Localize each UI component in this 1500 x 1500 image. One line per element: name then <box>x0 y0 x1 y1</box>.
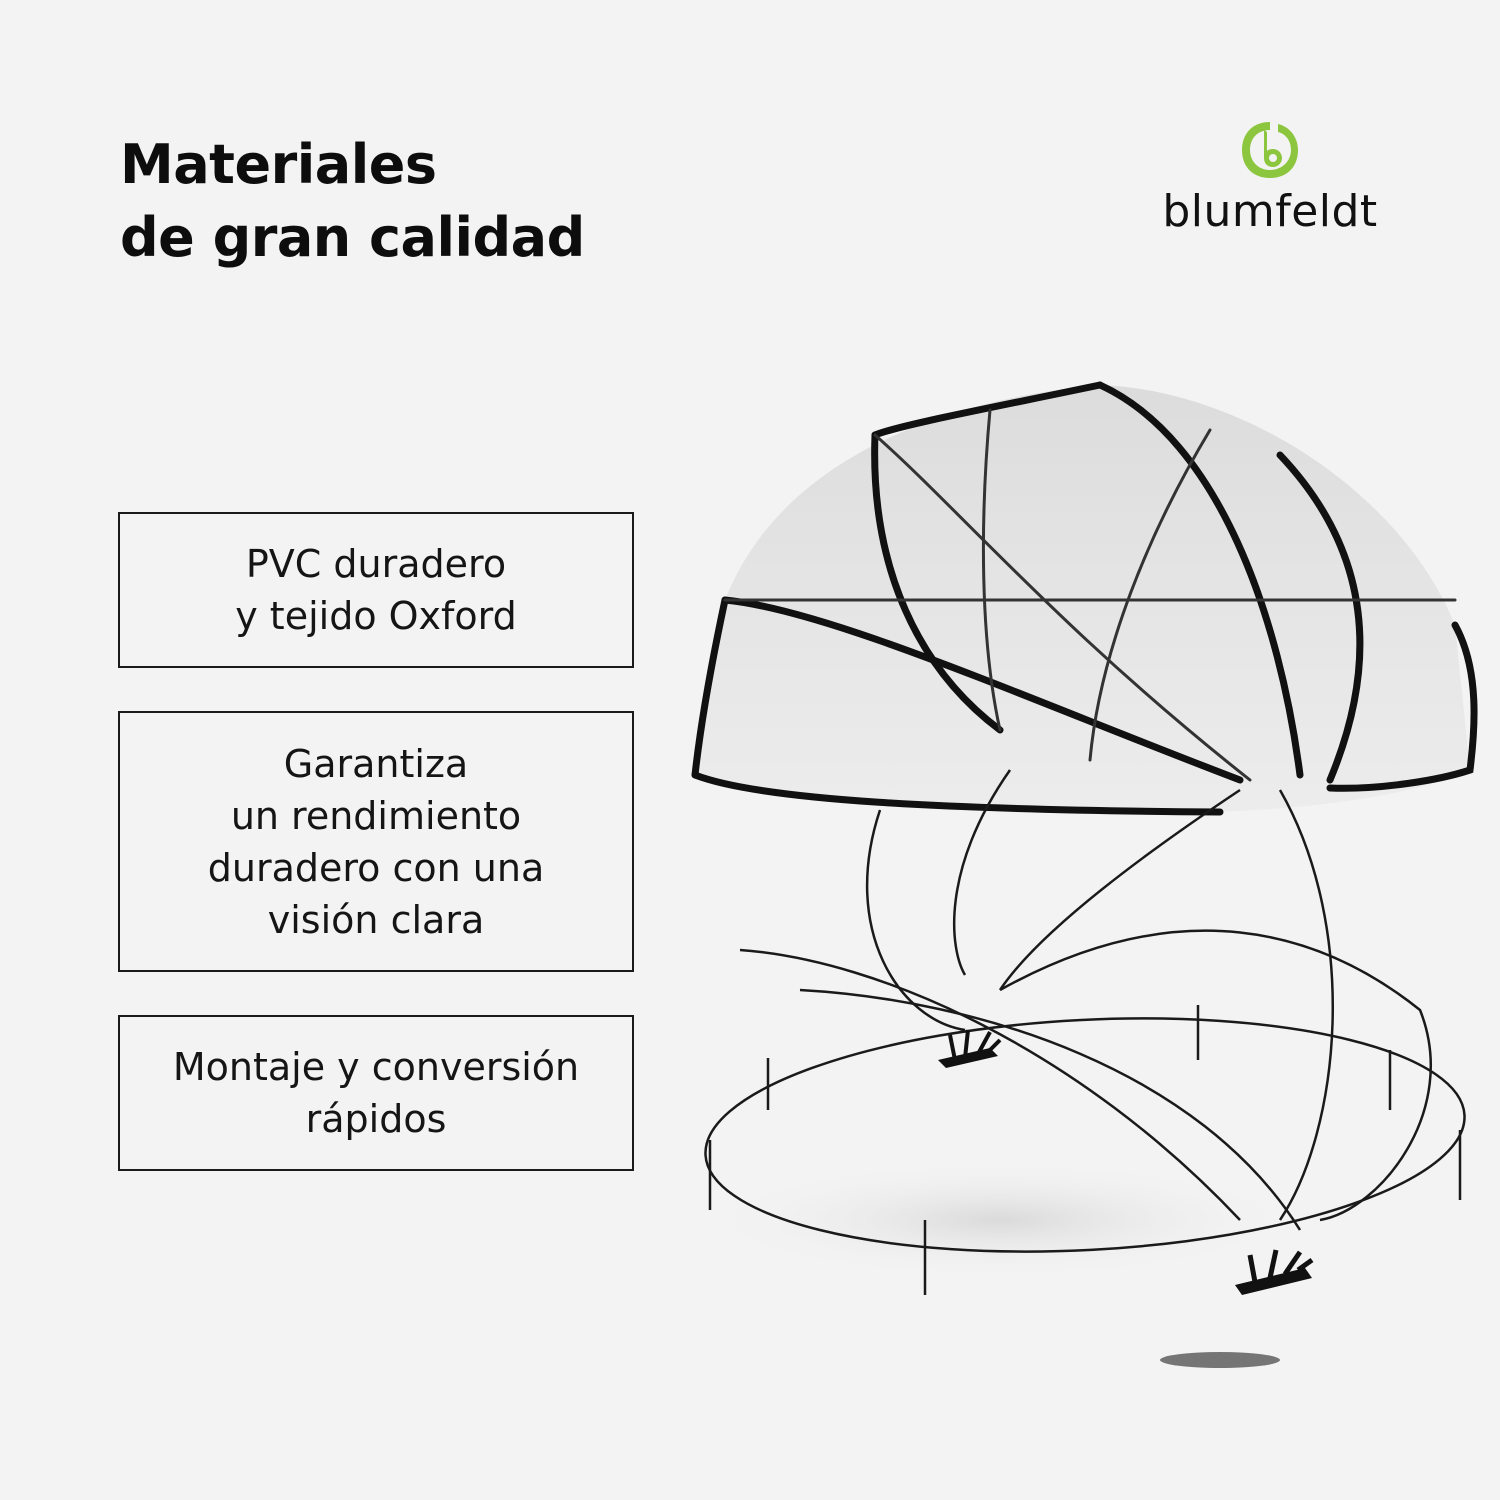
headline-line-2: de gran calidad <box>120 206 585 269</box>
feature-box-assembly: Montaje y conversión rápidos <box>118 1015 634 1171</box>
leaf-b-icon <box>1242 122 1298 178</box>
feature-list: PVC duradero y tejido Oxford Garantiza u… <box>118 512 634 1171</box>
feature-box-performance: Garantiza un rendimiento duradero con un… <box>118 711 634 972</box>
brand-logo: blumfeldt <box>1140 118 1400 237</box>
brand-name: blumfeldt <box>1162 186 1378 237</box>
feature-box-materials: PVC duradero y tejido Oxford <box>118 512 634 668</box>
headline: Materiales de gran calidad <box>120 128 585 274</box>
headline-line-1: Materiales <box>120 133 437 196</box>
pool-dome-exploded-illustration <box>691 381 1478 1368</box>
